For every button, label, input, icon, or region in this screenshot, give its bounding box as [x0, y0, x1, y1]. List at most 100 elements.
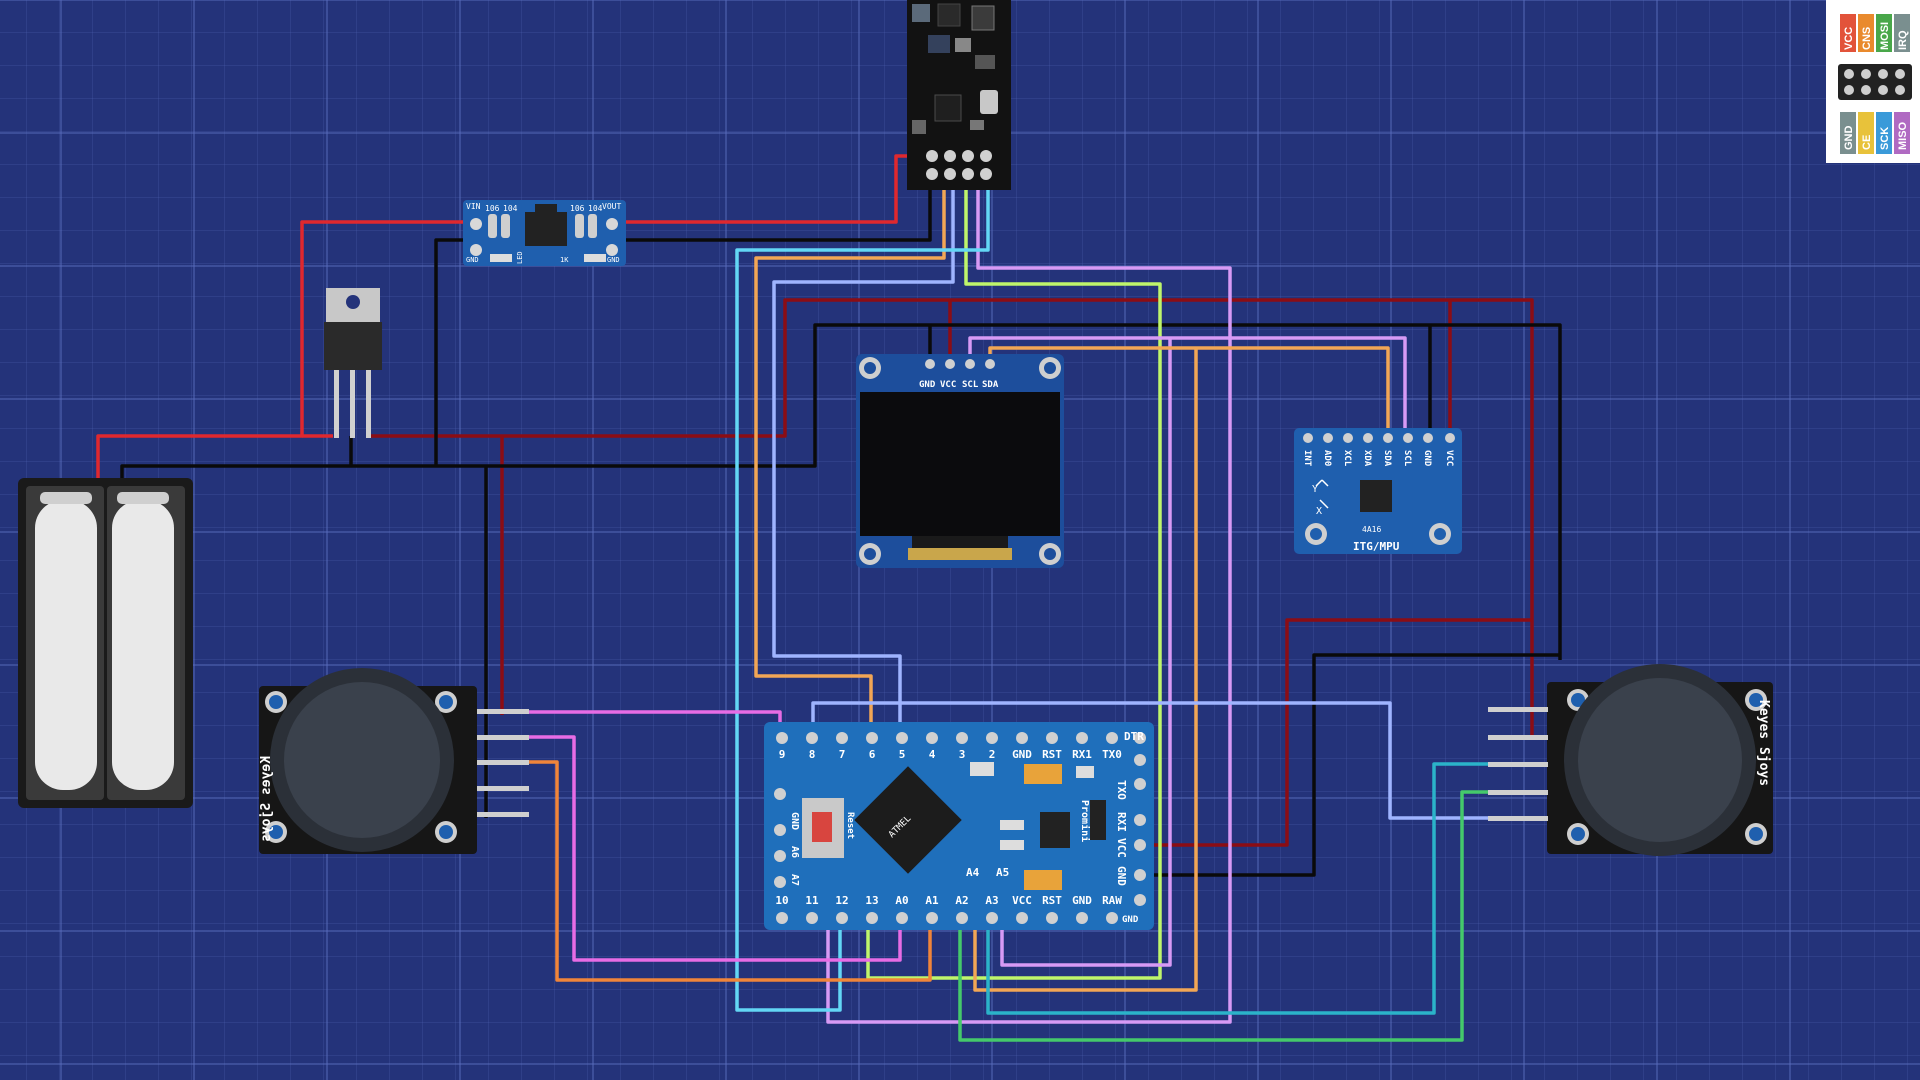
oled-pin-vcc: VCC — [940, 380, 956, 390]
wire-violet-oled — [968, 336, 1407, 430]
legend-top-row: VCC CNS MOSI IRQ — [1840, 14, 1910, 52]
wire-lime-nrf — [866, 170, 1162, 980]
wire-red-power — [96, 220, 465, 480]
arduino-gnd-left: GND — [789, 812, 800, 830]
arduino-top-pin-label: RST — [1042, 748, 1062, 761]
arduino-bottom-pin-label: A3 — [985, 894, 998, 907]
arduino-top-pin-label: 5 — [899, 748, 906, 761]
arduino-top-pin-label: TX0 — [1102, 748, 1122, 761]
wire-red-vout — [623, 154, 932, 224]
mpu-pins — [1303, 433, 1455, 443]
arduino-bottom-pin-label: 13 — [865, 894, 878, 907]
joystick-right: Keyes Sjoys — [1488, 664, 1773, 856]
voltage-regulator-7805 — [324, 288, 382, 438]
arduino-bottom-pin-label: VCC — [1012, 894, 1032, 907]
legend-header-pins — [1838, 64, 1912, 100]
mpu-chip-label: 4A16 — [1362, 525, 1381, 534]
wire-magenta-joy — [520, 710, 782, 735]
legend-bottom-row: GND CE SCK MISO — [1840, 112, 1910, 154]
arduino-promini: Promini — [1079, 800, 1091, 842]
arduino-bottom-pin-label: A1 — [925, 894, 939, 907]
arduino-top-pin — [986, 732, 998, 744]
arduino-bottom-pin-label: GND — [1072, 894, 1092, 907]
joystick-right-label: Keyes Sjoys — [1756, 700, 1771, 786]
arduino-top-pin — [776, 732, 788, 744]
regulator-board: VIN 106 104 106 104 VOUT GND LED 1K GND — [463, 200, 626, 266]
reg-104b: 104 — [588, 204, 603, 213]
mpu-pin-ad0: AD0 — [1322, 450, 1332, 466]
wire-black-reg2 — [623, 170, 932, 242]
wire-lightblue-nrf — [772, 170, 955, 735]
arduino-bottom-pin-label: 12 — [835, 894, 848, 907]
arduino-bottom-pin — [1046, 912, 1058, 924]
arduino-top-pin — [1076, 732, 1088, 744]
nrf24-module — [907, 0, 1011, 190]
reg-vout: VOUT — [602, 202, 621, 211]
arduino-a7: A7 — [789, 874, 800, 886]
mpu-pin-vcc: VCC — [1444, 450, 1454, 466]
arduino-top-pin-label: 8 — [809, 748, 816, 761]
legend-cns: CNS — [1861, 27, 1873, 50]
arduino-gnd-right: GND — [1115, 866, 1128, 886]
arduino-vcc-right: VCC — [1115, 838, 1128, 858]
arduino-a4: A4 — [966, 866, 980, 879]
arduino-top-pin — [1016, 732, 1028, 744]
legend-miso: MISO — [1897, 121, 1909, 150]
wire-violet-oled2 — [1000, 338, 1172, 967]
arduino-bottom-pin-label: RAW — [1102, 894, 1122, 907]
nrf24-pins — [926, 150, 992, 180]
legend-mosi: MOSI — [1879, 22, 1891, 50]
arduino-top-pin-label: 4 — [929, 748, 936, 761]
battery-cell-1 — [35, 500, 97, 790]
arduino-a6: A6 — [789, 846, 800, 858]
atmega-chip — [854, 766, 962, 874]
legend-ce: CE — [1861, 135, 1873, 150]
wire-darkred-vcc — [1150, 618, 1532, 847]
reg-106a: 106 — [485, 204, 500, 213]
battery-holder — [18, 478, 193, 808]
mpu-pin-xcl: XCL — [1342, 450, 1352, 467]
arduino-bottom-pin — [806, 912, 818, 924]
mpu-chip — [1360, 480, 1392, 512]
reg-1k: 1K — [560, 256, 569, 264]
oled-display: GND VCC SCL SDA — [856, 354, 1064, 568]
arduino-top-pin-label: 2 — [989, 748, 996, 761]
joystick-left-pins — [477, 709, 529, 817]
arduino-a5: A5 — [996, 866, 1009, 879]
arduino-bottom-pin — [896, 912, 908, 924]
legend-vcc: VCC — [1843, 27, 1855, 50]
oled-pin-gnd: GND — [919, 380, 936, 390]
mpu-pin-int: INT — [1302, 450, 1312, 467]
arduino-top-pin-label: GND — [1012, 748, 1032, 761]
arduino-top-pin-label: 3 — [959, 748, 966, 761]
arduino-top-pin — [926, 732, 938, 744]
arduino-gnd-corner: GND — [1122, 915, 1139, 925]
joystick-left-label: Keyes Sjoys — [259, 756, 274, 842]
reg-104a: 104 — [503, 204, 518, 213]
arduino-bottom-pin — [986, 912, 998, 924]
wire-black-reg — [434, 238, 465, 466]
arduino-bottom-pin-label: 10 — [775, 894, 788, 907]
arduino-top-pin — [806, 732, 818, 744]
mpu-axis-y: Y — [1312, 484, 1318, 495]
oled-pin-sda: SDA — [982, 380, 999, 390]
wire-teal-joy — [986, 762, 1560, 1015]
arduino-top-pin-label: RX1 — [1072, 748, 1092, 761]
pinout-legend: VCC CNS MOSI IRQ GND CE SCK MISO — [1826, 0, 1920, 163]
wire-orange2-joy — [520, 760, 932, 982]
arduino-bottom-pin-label: 11 — [805, 894, 819, 907]
oled-pins — [925, 359, 995, 369]
arduino-bottom-pin — [836, 912, 848, 924]
wire-darkred-main — [368, 298, 1534, 740]
arduino-top-pin — [1046, 732, 1058, 744]
mpu-pin-gnd: GND — [1422, 450, 1432, 467]
arduino-top-pin-label: 6 — [869, 748, 876, 761]
mpu-axis-x: X — [1316, 506, 1322, 517]
arduino-left-header — [774, 788, 786, 888]
reg-led: LED — [516, 251, 524, 264]
mpu-board: INT AD0 XCL XDA SDA SCL GND VCC 4A16 ITG… — [1294, 428, 1462, 554]
wire-black-main — [120, 323, 1562, 660]
